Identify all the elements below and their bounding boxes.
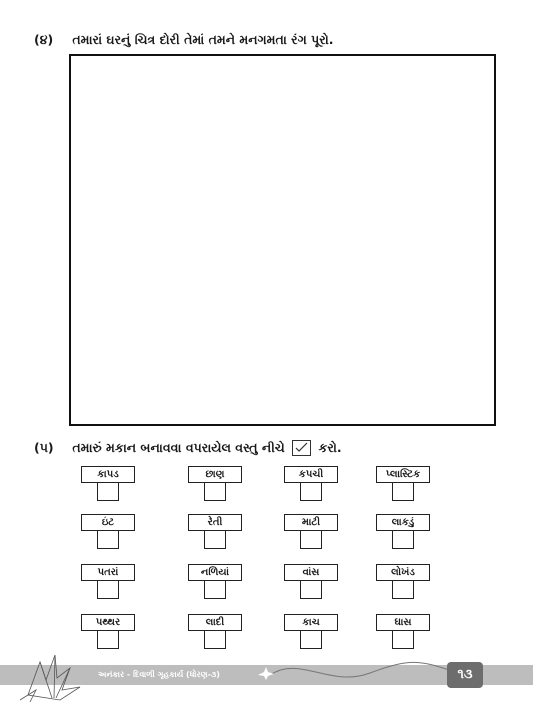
material-checkbox[interactable] bbox=[392, 531, 414, 549]
question-5-text-before: તમારું મકાન બનાવવા વપરાયેલ વસ્તુ નીચે bbox=[72, 440, 285, 455]
material-label: ઘાસ bbox=[376, 614, 430, 631]
footer-decoration bbox=[19, 654, 456, 703]
material-item: ઘાસ bbox=[376, 614, 430, 649]
material-label: ઇંટ bbox=[81, 514, 135, 531]
material-checkbox[interactable] bbox=[392, 631, 414, 649]
question-5-number: (૫) bbox=[34, 440, 54, 455]
material-item: માટી bbox=[284, 514, 338, 549]
material-checkbox[interactable] bbox=[392, 581, 414, 599]
materials-grid: કાપડ છાણ કપચી પ્લાસ્ટિક ઇંટ રેતી માટી લા… bbox=[81, 466, 430, 649]
material-label: લાદી bbox=[188, 614, 242, 631]
leaf-icon bbox=[19, 654, 81, 703]
material-label: પતરાં bbox=[81, 564, 135, 581]
material-item: નળિયાં bbox=[188, 564, 242, 599]
material-label: કપચી bbox=[284, 466, 338, 483]
material-label: લોખંડ bbox=[376, 564, 430, 581]
material-item: લાદી bbox=[188, 614, 242, 649]
material-item: વાંસ bbox=[284, 564, 338, 599]
material-label: વાંસ bbox=[284, 564, 338, 581]
material-checkbox[interactable] bbox=[300, 581, 322, 599]
page-number: ૧૩ bbox=[447, 662, 483, 688]
material-checkbox[interactable] bbox=[300, 631, 322, 649]
material-checkbox[interactable] bbox=[97, 531, 119, 549]
material-label: પથ્થર bbox=[81, 614, 135, 631]
star-icon bbox=[258, 667, 274, 680]
material-checkbox[interactable] bbox=[97, 631, 119, 649]
question-4: (૪) તમારાં ઘરનું ચિત્ર દોરી તેમાં તમને મ… bbox=[34, 32, 334, 48]
material-checkbox[interactable] bbox=[204, 483, 226, 501]
material-item: પથ્થર bbox=[81, 614, 135, 649]
question-5: (૫) તમારું મકાન બનાવવા વપરાયેલ વસ્તુ નીચ… bbox=[34, 439, 342, 457]
material-item: ઇંટ bbox=[81, 514, 135, 549]
material-label: નળિયાં bbox=[188, 564, 242, 581]
wavy-line-icon bbox=[269, 661, 456, 678]
material-checkbox[interactable] bbox=[204, 531, 226, 549]
material-item: કાચ bbox=[284, 614, 338, 649]
material-item: કાપડ bbox=[81, 466, 135, 501]
question-4-number: (૪) bbox=[34, 32, 54, 47]
material-item: લોખંડ bbox=[376, 564, 430, 599]
material-checkbox[interactable] bbox=[300, 531, 322, 549]
question-4-text: તમારાં ઘરનું ચિત્ર દોરી તેમાં તમને મનગમત… bbox=[72, 32, 334, 47]
material-checkbox[interactable] bbox=[392, 483, 414, 501]
material-label: પ્લાસ્ટિક bbox=[376, 466, 430, 483]
material-item: કપચી bbox=[284, 466, 338, 501]
material-checkbox[interactable] bbox=[204, 581, 226, 599]
material-label: કાપડ bbox=[81, 466, 135, 483]
material-label: લાકડું bbox=[376, 514, 430, 531]
material-label: કાચ bbox=[284, 614, 338, 631]
material-item: પ્લાસ્ટિક bbox=[376, 466, 430, 501]
material-label: છાણ bbox=[188, 466, 242, 483]
material-checkbox[interactable] bbox=[97, 581, 119, 599]
material-checkbox[interactable] bbox=[97, 483, 119, 501]
material-item: પતરાં bbox=[81, 564, 135, 599]
material-label: માટી bbox=[284, 514, 338, 531]
material-checkbox[interactable] bbox=[204, 631, 226, 649]
material-item: છાણ bbox=[188, 466, 242, 501]
question-5-text-after: કરો. bbox=[318, 440, 342, 455]
material-item: રેતી bbox=[188, 514, 242, 549]
material-checkbox[interactable] bbox=[300, 483, 322, 501]
material-item: લાકડું bbox=[376, 514, 430, 549]
drawing-area[interactable] bbox=[69, 54, 496, 426]
tick-mark-icon bbox=[292, 439, 312, 456]
footer-text: અનંકાર - દિવાળી ગૃહકાર્ય (ધોરણ-૩) bbox=[98, 670, 220, 679]
material-label: રેતી bbox=[188, 514, 242, 531]
